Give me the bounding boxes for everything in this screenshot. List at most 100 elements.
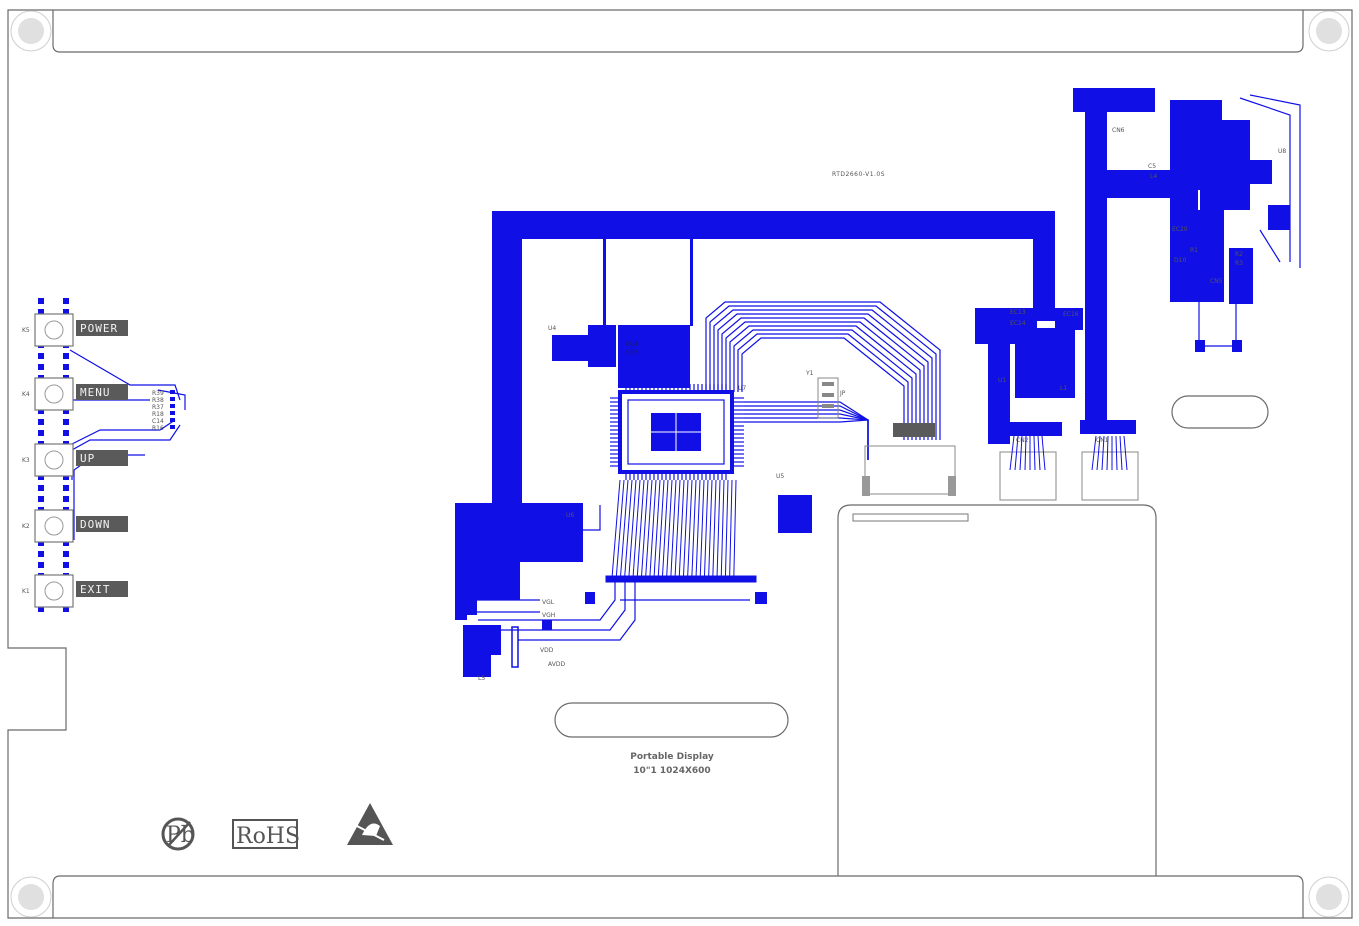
resistor-label: R37 <box>152 404 164 411</box>
resistor-pad <box>170 425 175 429</box>
right-thin-traces <box>1198 94 1301 347</box>
bus-trace <box>744 417 869 460</box>
button-label-bg <box>76 450 128 466</box>
lower-bus-trace <box>720 479 725 579</box>
lower-bus-trace <box>666 479 673 579</box>
version-label: RTD2660-V1.0S <box>832 171 885 178</box>
lower-bus-trace <box>724 479 729 579</box>
resistor-label: R38 <box>152 397 164 404</box>
bus-trace <box>705 301 941 440</box>
lower-bus-trace <box>649 479 657 579</box>
l1-label: L1 <box>1060 385 1067 392</box>
lower-bus-trace <box>619 479 629 579</box>
connector-trace <box>1115 435 1118 471</box>
lower-bus-trace <box>632 479 641 579</box>
connector-trace <box>1014 435 1019 471</box>
lower-bus-trace <box>636 479 645 579</box>
connector-trace <box>1101 435 1105 471</box>
r2-label: R2 <box>1235 251 1243 258</box>
lower-bus-trace <box>624 479 633 579</box>
bus-trace <box>713 309 933 440</box>
button-up[interactable]: K3 UP <box>22 443 128 477</box>
connector-trace <box>1009 435 1015 471</box>
u4-regulator: U4 EC4 C62 <box>548 325 690 388</box>
jp-label: JP <box>839 390 846 397</box>
connector-trace <box>1037 435 1041 471</box>
vdd-label: VDD <box>540 647 554 654</box>
right-area-labels: CN6 C5 L4 U8 CN5 EC20 D10 R1 R2 R3 EC13 … <box>998 127 1286 444</box>
bus-trace <box>733 329 913 440</box>
button-label-bg <box>76 516 128 532</box>
bus-trace <box>744 419 869 460</box>
lower-bus-pad-row <box>605 575 757 583</box>
cn2-label: CN2 <box>1016 437 1029 444</box>
button-label: UP <box>80 452 95 465</box>
d10-label: D10 <box>1174 257 1186 264</box>
l4-label: L4 <box>1150 173 1157 180</box>
lower-bus-trace <box>708 479 713 579</box>
u4-label: U4 <box>548 325 556 332</box>
vgh-label: VGH <box>542 612 555 619</box>
resistor-pad <box>170 411 175 415</box>
ec20-label: EC20 <box>1172 226 1188 233</box>
u1-label: U1 <box>998 377 1006 384</box>
cn5-label: CN5 <box>1210 278 1223 285</box>
u5-label: U5 <box>776 473 784 480</box>
connector-trace <box>1024 435 1027 471</box>
lower-bus-trace <box>615 479 625 579</box>
resistor-label: C14 <box>152 418 164 425</box>
main-ic-u7: U7 <box>610 384 746 480</box>
button-label: POWER <box>80 322 118 335</box>
connector-trace <box>1019 435 1023 471</box>
lower-bus-trace <box>611 479 621 579</box>
mounting-holes <box>10 10 1350 918</box>
avdd-label: AVDD <box>548 661 565 668</box>
y1-label: Y1 <box>805 370 814 377</box>
button-ref: K4 <box>22 391 30 398</box>
resistor-pad <box>170 390 175 394</box>
lower-bus-trace <box>691 479 697 579</box>
lower-bus-trace <box>712 479 717 579</box>
button-label-bg <box>76 581 128 597</box>
button-label: MENU <box>80 386 111 399</box>
resistor-label: R16 <box>152 425 164 432</box>
lower-left-traces <box>477 505 750 641</box>
board-outline <box>7 9 1353 919</box>
resistor-label: R39 <box>152 390 164 397</box>
power-frame-traces <box>455 211 1055 620</box>
connector-trace <box>1096 435 1101 471</box>
right-power-area <box>975 88 1290 444</box>
esd-warning-icon <box>347 803 393 845</box>
button-label: EXIT <box>80 583 111 596</box>
r1-label: R1 <box>1190 247 1198 254</box>
lower-bus-trace <box>687 479 693 579</box>
lower-bus-trace <box>645 479 653 579</box>
button-ref: K5 <box>22 327 30 334</box>
lower-bus-trace <box>699 479 705 579</box>
l5-label: L5 <box>478 675 485 682</box>
button-menu[interactable]: K4 MENU <box>22 377 128 411</box>
crystal-area: Y1 JP U5 <box>776 370 935 533</box>
button-power[interactable]: K5 POWER <box>22 313 128 347</box>
r3-label: R3 <box>1235 260 1243 267</box>
bus-trace <box>717 313 929 440</box>
board-title-line1: Portable Display <box>630 752 714 762</box>
resistor-pad <box>170 397 175 401</box>
u8-label: U8 <box>1278 148 1286 155</box>
lower-bus-trace <box>661 479 669 579</box>
button-ref: K3 <box>22 457 30 464</box>
lower-bus-trace <box>674 479 681 579</box>
bus-trace <box>741 337 905 440</box>
bus-trace <box>721 317 925 440</box>
connector-trace <box>1123 435 1128 471</box>
rohs-text: RoHS <box>236 824 300 849</box>
lower-bus <box>605 479 757 583</box>
pb-free-logo: Pb <box>161 817 195 851</box>
lower-bus-trace <box>678 479 685 579</box>
bus-trace <box>709 305 937 440</box>
lower-bus-trace <box>733 479 737 579</box>
ec13-label: EC13 <box>1010 309 1026 316</box>
